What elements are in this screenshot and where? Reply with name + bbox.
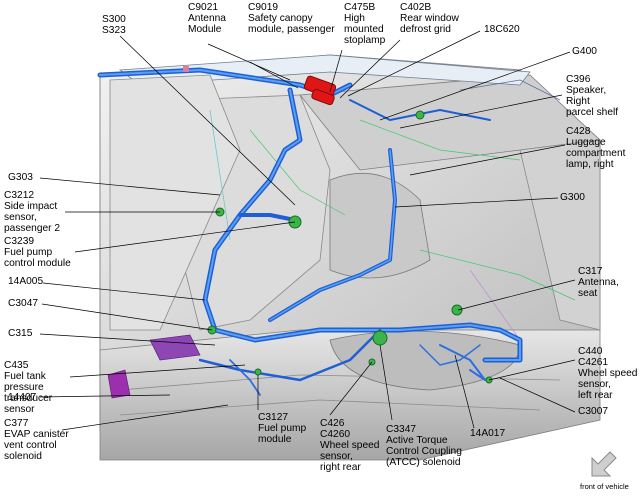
label-18c620: 18C620 <box>484 24 520 35</box>
label-g300: G300 <box>560 192 585 203</box>
front-of-vehicle-label: front of vehicle <box>580 482 629 491</box>
green-connector-c3127 <box>254 368 262 376</box>
green-connector-c317 <box>451 304 463 316</box>
label-c315: C315 <box>8 328 33 339</box>
red-connector-2 <box>311 88 335 106</box>
label-14407: 14407 <box>8 392 37 403</box>
pillar-left <box>109 74 241 331</box>
label-g303: G303 <box>8 172 33 183</box>
side-wall-right <box>519 139 601 331</box>
label-14a017: 14A017 <box>470 428 506 439</box>
green-connector-c3347 <box>372 330 388 346</box>
label-c3007: C3007 <box>578 406 609 417</box>
green-connector-g400 <box>415 110 425 120</box>
front-of-vehicle-indicator: front of vehicle <box>580 446 640 496</box>
wiring-harness <box>97 67 523 396</box>
vehicle-body <box>99 54 601 461</box>
connectors <box>183 66 493 384</box>
purple-component <box>107 369 131 399</box>
front-arrow-icon <box>591 451 617 477</box>
label-14a005: 14A005 <box>8 276 44 287</box>
label-c3047: C3047 <box>8 298 39 309</box>
leader-lines <box>39 30 576 431</box>
floor-rib-2 <box>119 399 541 416</box>
pink-marker <box>183 66 189 72</box>
label-g400: G400 <box>572 46 597 57</box>
